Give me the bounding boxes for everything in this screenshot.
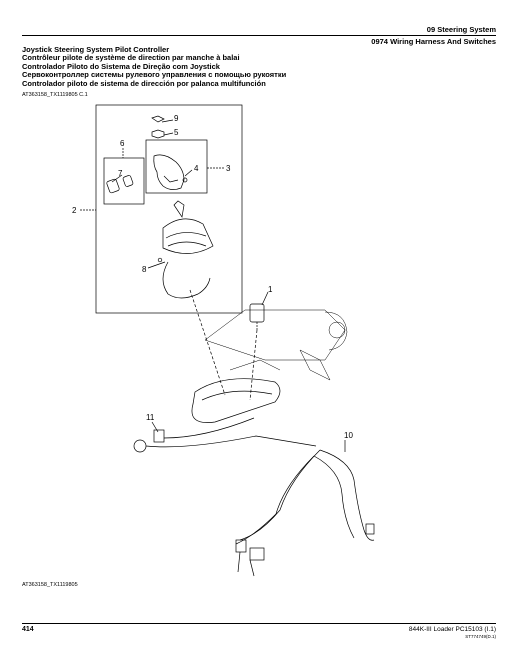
part-7 bbox=[106, 178, 120, 194]
figure-title-block: Joystick Steering System Pilot Controlle… bbox=[22, 45, 287, 88]
book-reference: 844K-III Loader PC15103 (I.1) bbox=[408, 626, 496, 633]
title-french: Contrôleur pilote de système de directio… bbox=[22, 53, 240, 63]
switch-1 bbox=[249, 303, 265, 323]
title-russian: Сервоконтроллер системы рулевого управле… bbox=[22, 70, 287, 80]
figure-id-top: AT363158_TX1119805 C.1 bbox=[22, 92, 88, 98]
subassembly-box-3 bbox=[145, 139, 208, 194]
assembly-box-2 bbox=[95, 104, 243, 314]
figure-id-bottom: AT363158_TX1119805 bbox=[22, 582, 78, 588]
joystick-boot bbox=[162, 218, 214, 254]
callout-3: 3 bbox=[226, 164, 231, 173]
part-5 bbox=[151, 129, 165, 139]
callout-8: 8 bbox=[142, 265, 147, 274]
subassembly-box-6 bbox=[103, 157, 145, 205]
document-code: ST774749(D.1) bbox=[465, 634, 496, 639]
callout-4: 4 bbox=[194, 164, 199, 173]
harness-10 bbox=[319, 449, 375, 541]
callout-10: 10 bbox=[344, 431, 353, 440]
footer-rule bbox=[22, 623, 496, 624]
callout-7: 7 bbox=[118, 169, 123, 178]
callout-2: 2 bbox=[72, 206, 77, 215]
header-rule bbox=[22, 35, 496, 36]
callout-1: 1 bbox=[268, 285, 273, 294]
callout-11: 11 bbox=[146, 413, 155, 422]
harness-8 bbox=[162, 261, 211, 299]
console-mount bbox=[204, 309, 346, 361]
footer-book-info: 844K-III Loader PC15103 (I.1) ST774749(D… bbox=[409, 626, 496, 639]
group-title: 0974 Wiring Harness And Switches bbox=[371, 37, 496, 46]
part-9 bbox=[151, 115, 165, 123]
section-title: 09 Steering System bbox=[426, 25, 496, 34]
page-number: 414 bbox=[22, 626, 34, 633]
title-english: Joystick Steering System Pilot Controlle… bbox=[22, 45, 170, 54]
callout-9: 9 bbox=[174, 114, 179, 123]
joystick-handle bbox=[153, 154, 185, 190]
harness-11 bbox=[145, 435, 317, 448]
title-portuguese: Controlador Piloto do Sistema de Direção… bbox=[22, 61, 220, 71]
callout-6: 6 bbox=[120, 139, 125, 148]
connector-11 bbox=[133, 439, 147, 453]
armrest-base bbox=[191, 378, 281, 423]
callout-5: 5 bbox=[174, 128, 179, 137]
title-spanish: Controlador piloto de sistema de direcci… bbox=[22, 78, 266, 88]
